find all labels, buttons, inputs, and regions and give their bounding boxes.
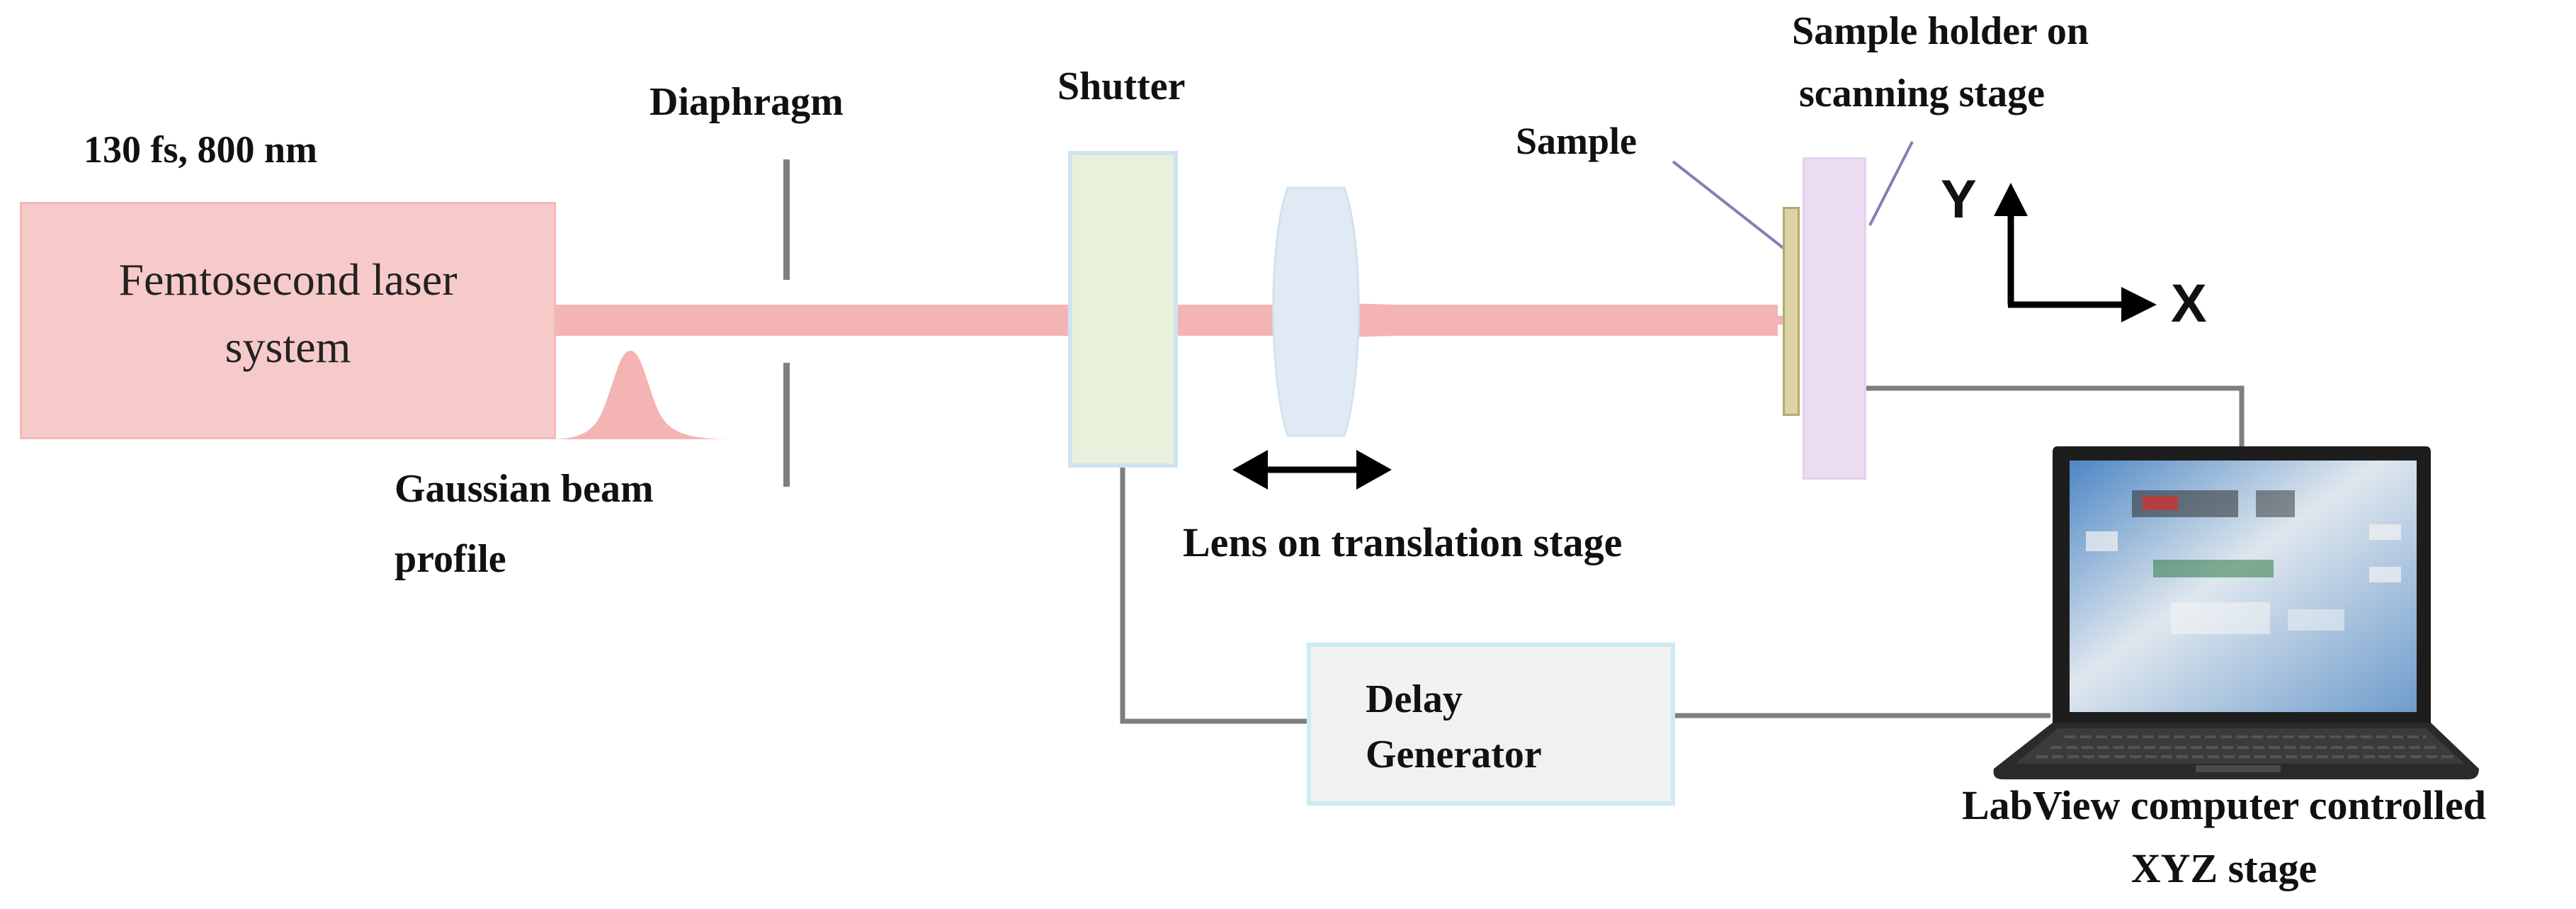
holder-label-line1: Sample holder on bbox=[1792, 9, 2089, 53]
lens-label: Lens on translation stage bbox=[1183, 519, 1623, 565]
gaussian-profile-icon bbox=[549, 351, 733, 439]
diaphragm-bottom-blade bbox=[783, 363, 790, 487]
x-axis-label: X bbox=[2171, 273, 2207, 334]
sample-label: Sample bbox=[1516, 120, 1638, 162]
laser-title-line1: Femtosecond laser bbox=[118, 254, 458, 305]
holder-label-line2: scanning stage bbox=[1799, 72, 2045, 115]
stage-computer-cable bbox=[1866, 385, 2245, 446]
computer-label-line1: LabView computer controlled bbox=[1962, 782, 2486, 828]
sample-leader-line bbox=[1672, 160, 1792, 255]
diaphragm-label: Diaphragm bbox=[649, 80, 844, 124]
delay-label-line2: Generator bbox=[1366, 733, 1542, 777]
y-axis-label: Y bbox=[1941, 169, 1977, 230]
gaussian-label-line2: profile bbox=[395, 537, 506, 581]
focused-beam-cone bbox=[1346, 303, 1788, 337]
shutter-box bbox=[1068, 151, 1178, 468]
sample-strip bbox=[1783, 207, 1800, 416]
diaphragm-top-blade bbox=[783, 159, 790, 280]
shutter-label: Shutter bbox=[1057, 64, 1186, 108]
laser-title-line2: system bbox=[225, 322, 351, 372]
holder-leader-line bbox=[1868, 141, 1914, 226]
computer-label-line2: XYZ stage bbox=[2130, 845, 2317, 891]
shutter-delay-cable bbox=[1120, 468, 1307, 724]
axis-arrow-icon bbox=[1994, 183, 2157, 322]
lens-icon bbox=[1272, 186, 1360, 437]
delay-generator-box: Delay Generator bbox=[1307, 643, 1675, 806]
pulse-label: 130 fs, 800 nm bbox=[84, 128, 318, 171]
gaussian-label-line1: Gaussian beam bbox=[395, 467, 654, 511]
sample-holder-box bbox=[1803, 157, 1866, 480]
femtosecond-laser-box: Femtosecond laser system bbox=[20, 202, 556, 439]
laptop-icon bbox=[1993, 446, 2479, 779]
delay-label-line1: Delay bbox=[1366, 677, 1463, 721]
double-arrow-icon bbox=[1232, 450, 1392, 490]
